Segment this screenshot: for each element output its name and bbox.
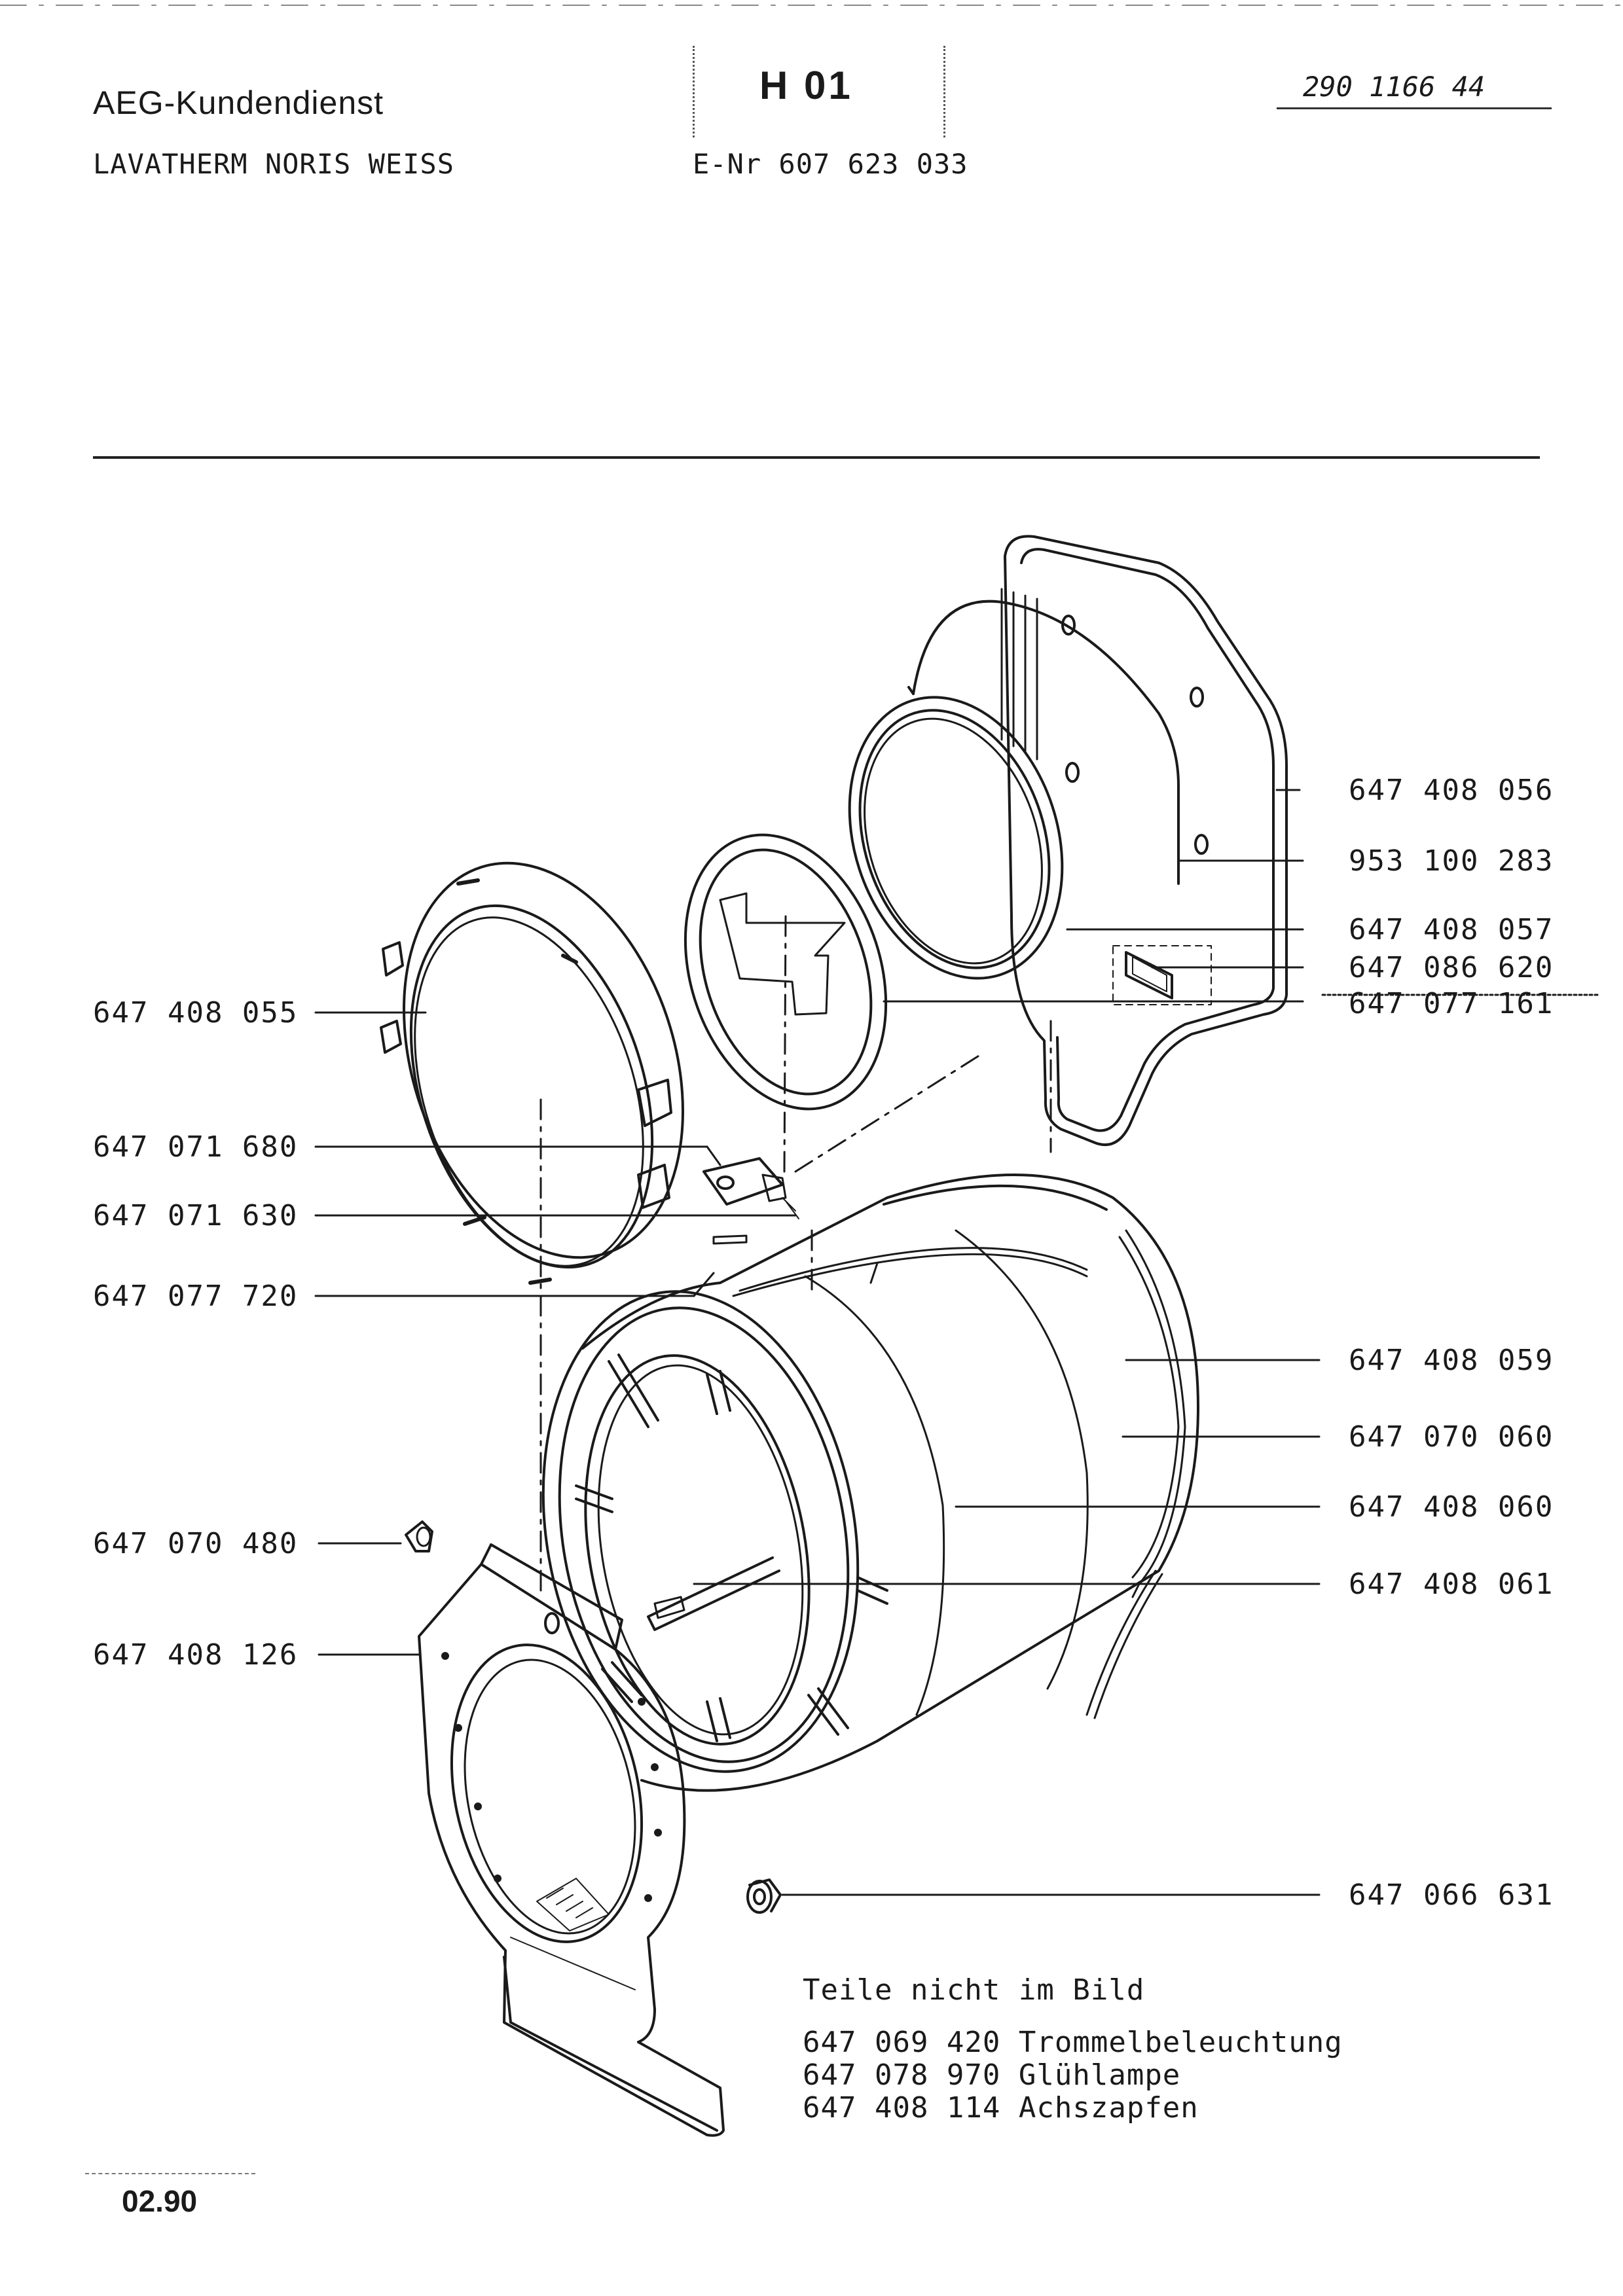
header-rule: [93, 456, 1540, 459]
brand-title: AEG-Kundendienst: [93, 84, 384, 121]
part-label: 647 408 056: [1349, 774, 1554, 807]
notes-item: 647 408 114 Achszapfen: [803, 2091, 1199, 2125]
footer-rule: [85, 2173, 255, 2174]
parts-not-shown: Teile nicht im Bild 647 069 420 Trommelb…: [803, 1974, 1343, 2125]
part-label: 647 077 161: [1349, 987, 1554, 1020]
drum: [541, 1174, 1199, 1792]
part-label: 647 408 126: [93, 1638, 299, 1672]
notes-item: 647 078 970 Glühlampe: [803, 2058, 1181, 2092]
part-label: 647 408 055: [93, 996, 299, 1030]
notes-item: 647 069 420 Trommelbeleuchtung: [803, 2026, 1343, 2059]
document-number-underline: [1277, 107, 1552, 109]
part-label: 647 071 630: [93, 1199, 299, 1232]
felt-seal-ring: [684, 833, 888, 1173]
e-number: E-Nr 607 623 033: [693, 148, 968, 180]
axle-bushing: [746, 1878, 782, 1914]
front-bearing-ring: [380, 861, 684, 1592]
lamp-socket-parts: [702, 1052, 983, 1291]
document-number: 290 1166 44: [1303, 71, 1486, 103]
part-label: 647 070 060: [1349, 1420, 1554, 1454]
part-label: 647 408 061: [1349, 1568, 1554, 1601]
part-label: 647 086 620: [1349, 951, 1554, 984]
rear-ring: [848, 696, 1064, 980]
part-label: 953 100 283: [1349, 844, 1554, 878]
part-label: 647 408 057: [1349, 913, 1554, 946]
notes-title: Teile nicht im Bild: [803, 1973, 1145, 2007]
leader-lines: [314, 789, 1599, 1896]
page-code: H 01: [759, 63, 853, 107]
small-knob-part: [405, 1520, 433, 1552]
small-bracket-part: [1112, 945, 1212, 1005]
part-label: 647 071 680: [93, 1130, 299, 1164]
issue-date: 02.90: [122, 2184, 198, 2218]
part-label: 647 070 480: [93, 1527, 299, 1560]
part-label: 647 408 060: [1349, 1490, 1554, 1524]
part-label: 647 408 059: [1349, 1344, 1554, 1377]
front-panel: [418, 1543, 725, 2137]
part-label: 647 066 631: [1349, 1878, 1554, 1912]
rear-wall-plate: [907, 535, 1288, 1153]
model-name: LAVATHERM NORIS WEISS: [93, 148, 455, 180]
page-code-box: [693, 46, 945, 137]
part-label: 647 077 720: [93, 1280, 299, 1313]
